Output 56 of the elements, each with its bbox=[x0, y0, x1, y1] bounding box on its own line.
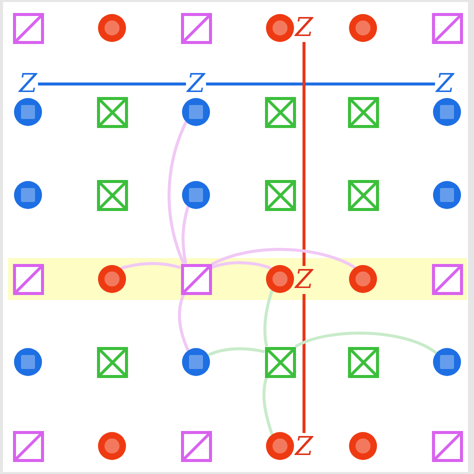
connector-line bbox=[302, 42, 306, 266]
crossed-square-symbol bbox=[96, 180, 128, 210]
curved-connector bbox=[263, 290, 274, 347]
dotted-circle-symbol bbox=[266, 14, 294, 42]
curved-connector bbox=[120, 262, 181, 270]
square-in-circle-symbol bbox=[14, 98, 42, 126]
dotted-circle-symbol bbox=[349, 265, 377, 293]
square-in-circle-symbol bbox=[433, 181, 461, 209]
crossed-square-symbol bbox=[348, 96, 378, 128]
slashed-square-symbol bbox=[12, 12, 44, 44]
dotted-circle-symbol bbox=[349, 432, 377, 460]
curved-connector bbox=[178, 294, 190, 352]
operator-label: Z bbox=[294, 266, 314, 294]
crossed-square-symbol bbox=[96, 346, 128, 378]
slashed-square-symbol bbox=[432, 430, 462, 462]
dotted-circle-symbol bbox=[349, 14, 377, 42]
slashed-square-symbol bbox=[180, 430, 212, 462]
dotted-circle-symbol bbox=[98, 432, 126, 460]
crossed-square-symbol bbox=[96, 96, 128, 128]
square-in-circle-symbol bbox=[14, 348, 42, 376]
dotted-circle-symbol bbox=[266, 432, 294, 460]
slashed-square-symbol bbox=[12, 264, 44, 294]
curved-connector bbox=[168, 121, 188, 264]
curved-connector bbox=[182, 206, 190, 264]
crossed-square-symbol bbox=[264, 96, 296, 128]
operator-label: Z bbox=[186, 70, 206, 98]
square-in-circle-symbol bbox=[433, 98, 461, 126]
slashed-square-symbol bbox=[12, 430, 44, 462]
operator-label: Z bbox=[294, 433, 314, 461]
curved-connector bbox=[262, 377, 274, 435]
crossed-square-symbol bbox=[264, 346, 296, 378]
connector-line bbox=[302, 294, 306, 433]
connector-line bbox=[38, 82, 186, 86]
operator-label: Z bbox=[18, 70, 38, 98]
operator-label: Z bbox=[435, 70, 455, 98]
curved-connector bbox=[211, 261, 272, 270]
square-in-circle-symbol bbox=[433, 348, 461, 376]
crossed-square-symbol bbox=[348, 346, 378, 378]
slashed-square-symbol bbox=[180, 12, 212, 44]
operator-label: Z bbox=[294, 14, 314, 42]
curved-connector bbox=[210, 248, 356, 269]
dotted-circle-symbol bbox=[98, 14, 126, 42]
curved-connector bbox=[208, 347, 265, 356]
square-in-circle-symbol bbox=[182, 348, 210, 376]
connector-line bbox=[206, 82, 435, 86]
crossed-square-symbol bbox=[264, 180, 296, 210]
square-in-circle-symbol bbox=[14, 181, 42, 209]
dotted-circle-symbol bbox=[98, 265, 126, 293]
slashed-square-symbol bbox=[432, 12, 462, 44]
dotted-circle-symbol bbox=[266, 265, 294, 293]
crossed-square-symbol bbox=[348, 180, 378, 210]
square-in-circle-symbol bbox=[182, 181, 210, 209]
slashed-square-symbol bbox=[180, 264, 212, 294]
curved-connector bbox=[294, 332, 438, 354]
square-in-circle-symbol bbox=[182, 98, 210, 126]
slashed-square-symbol bbox=[432, 264, 462, 294]
